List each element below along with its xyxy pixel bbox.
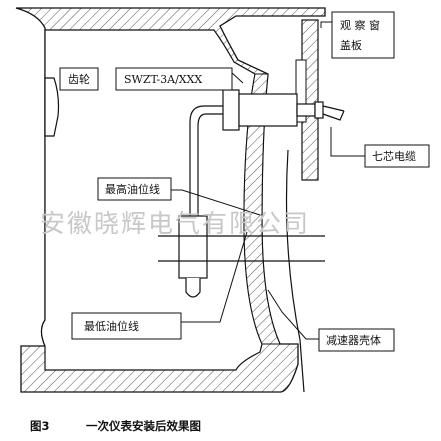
label-cable-text: 七芯电缆 xyxy=(372,149,416,163)
sensor-body xyxy=(238,93,298,127)
label-model: SWZT-3A/XXX xyxy=(115,67,233,91)
label-observation-cover: 观 察 窗 盖板 xyxy=(331,11,395,59)
label-max-oil-text: 最高油位线 xyxy=(105,182,160,196)
float-tip xyxy=(185,278,201,298)
sensor-head xyxy=(222,89,240,131)
probe-tube xyxy=(189,105,223,226)
figure-number: 图3 xyxy=(30,419,50,433)
label-min-oil-text: 最低油位线 xyxy=(84,319,139,333)
sensor-gland xyxy=(296,103,316,117)
gear-shape xyxy=(44,77,60,137)
label-gear: 齿轮 xyxy=(59,67,99,91)
seven-core-cable xyxy=(322,105,345,121)
housing-wall-right xyxy=(243,73,281,345)
label-min-oil: 最低油位线 xyxy=(71,312,182,340)
figure-caption: 一次仪表安装后效果图 xyxy=(86,419,201,433)
watermark-text: 安徽晓辉电气有限公司 xyxy=(40,209,310,238)
label-gear-text: 齿轮 xyxy=(68,72,90,86)
sensor-nut xyxy=(314,101,324,119)
label-observation-cover-line1: 观 察 窗 xyxy=(340,18,380,32)
label-housing: 减速器壳体 xyxy=(318,328,395,352)
label-model-text: SWZT-3A/XXX xyxy=(124,73,202,86)
label-cable: 七芯电缆 xyxy=(364,144,430,168)
label-observation-cover-line2: 盖板 xyxy=(340,38,362,52)
label-max-oil: 最高油位线 xyxy=(97,177,172,201)
observation-window-opening xyxy=(295,59,307,123)
label-housing-text: 减速器壳体 xyxy=(326,333,381,347)
